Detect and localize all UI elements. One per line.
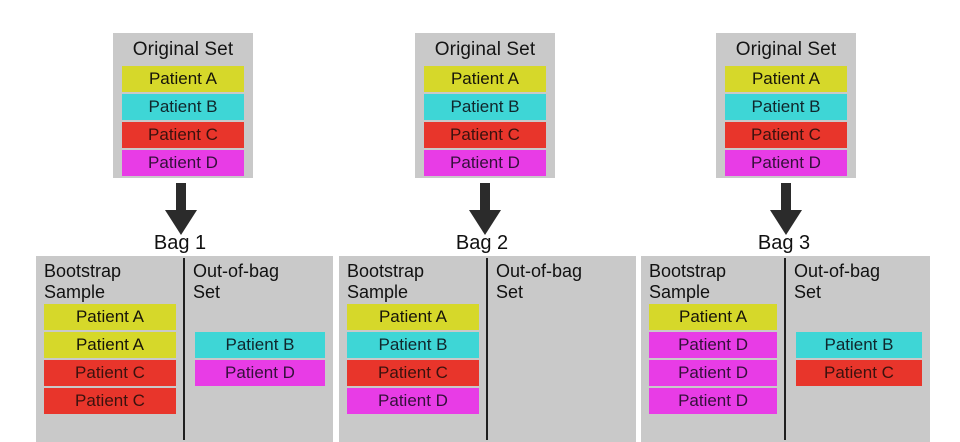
bootstrap-sample-header: Bootstrap Sample xyxy=(649,261,727,302)
original-set-item: Patient C xyxy=(424,122,546,148)
original-set-item: Patient C xyxy=(122,122,244,148)
original-set-item: Patient B xyxy=(725,94,847,120)
original-set-item: Patient A xyxy=(122,66,244,92)
bootstrap-sample-item: Patient D xyxy=(649,360,778,386)
out-of-bag-item: Patient B xyxy=(195,332,325,358)
bootstrap-sample-header: Bootstrap Sample xyxy=(347,261,425,302)
out-of-bag-item: Patient C xyxy=(795,360,922,386)
out-of-bag-item: Patient B xyxy=(795,332,922,358)
original-set-item: Patient D xyxy=(122,150,244,176)
column-divider xyxy=(783,256,786,442)
out-of-bag-spacer xyxy=(195,304,325,332)
original-set-item: Patient B xyxy=(122,94,244,120)
bootstrap-sample-item: Patient C xyxy=(44,360,176,386)
out-of-bag-header: Out-of-bag Set xyxy=(793,261,881,302)
column-divider xyxy=(182,256,185,442)
bootstrap-sample-item: Patient D xyxy=(649,388,778,414)
bootstrap-sample-item: Patient D xyxy=(649,332,778,358)
out-of-bag-spacer xyxy=(796,304,922,332)
original-set-item: Patient D xyxy=(725,150,847,176)
bag-label: Bag 2 xyxy=(455,232,509,254)
bootstrap-sample-item: Patient A xyxy=(649,304,778,330)
bootstrap-sample-item: Patient A xyxy=(44,304,176,330)
original-set-title: Original Set xyxy=(132,39,234,60)
bag-label: Bag 1 xyxy=(153,232,207,254)
bootstrap-sample-item: Patient C xyxy=(44,388,176,414)
bootstrap-sample-item: Patient D xyxy=(347,388,479,414)
bag-label: Bag 3 xyxy=(757,232,811,254)
original-set-item: Patient D xyxy=(424,150,546,176)
down-arrow-icon xyxy=(766,183,806,235)
bootstrap-sample-item: Patient A xyxy=(347,304,479,330)
original-set-item: Patient C xyxy=(725,122,847,148)
bootstrap-sample-header: Bootstrap Sample xyxy=(44,261,122,302)
bootstrap-sample-item: Patient C xyxy=(347,360,479,386)
out-of-bag-header: Out-of-bag Set xyxy=(193,261,280,302)
original-set-title: Original Set xyxy=(735,39,837,60)
out-of-bag-item: Patient D xyxy=(195,360,325,386)
original-set-title: Original Set xyxy=(434,39,536,60)
original-set-item: Patient A xyxy=(725,66,847,92)
column-divider xyxy=(485,256,488,442)
out-of-bag-column: Out-of-bag Set xyxy=(488,256,636,442)
original-set-item: Patient A xyxy=(424,66,546,92)
down-arrow-icon xyxy=(161,183,201,235)
out-of-bag-header: Out-of-bag Set xyxy=(496,261,583,302)
original-set-item: Patient B xyxy=(424,94,546,120)
bootstrap-sample-item: Patient A xyxy=(44,332,176,358)
bootstrap-sample-item: Patient B xyxy=(347,332,479,358)
down-arrow-icon xyxy=(465,183,505,235)
